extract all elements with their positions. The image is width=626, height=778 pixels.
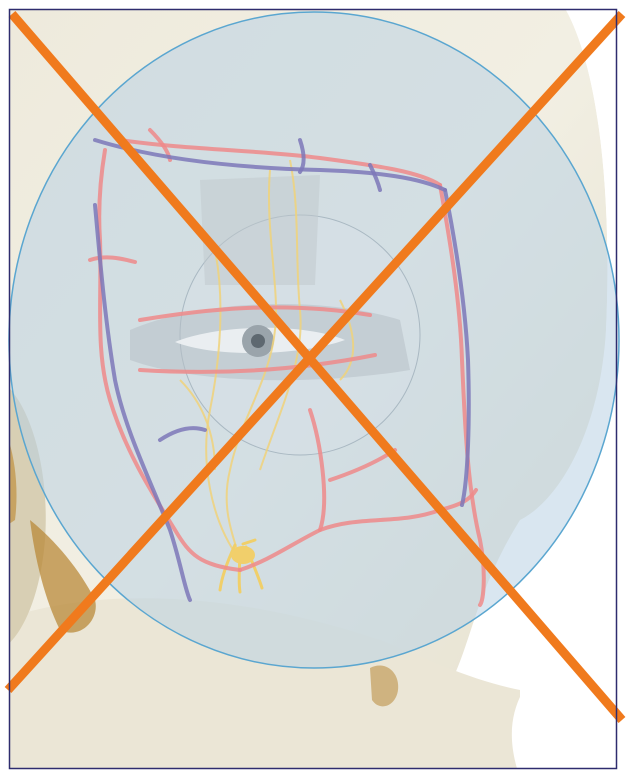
eye-pupil bbox=[251, 334, 265, 348]
nerve-foramen-knot bbox=[231, 546, 255, 564]
